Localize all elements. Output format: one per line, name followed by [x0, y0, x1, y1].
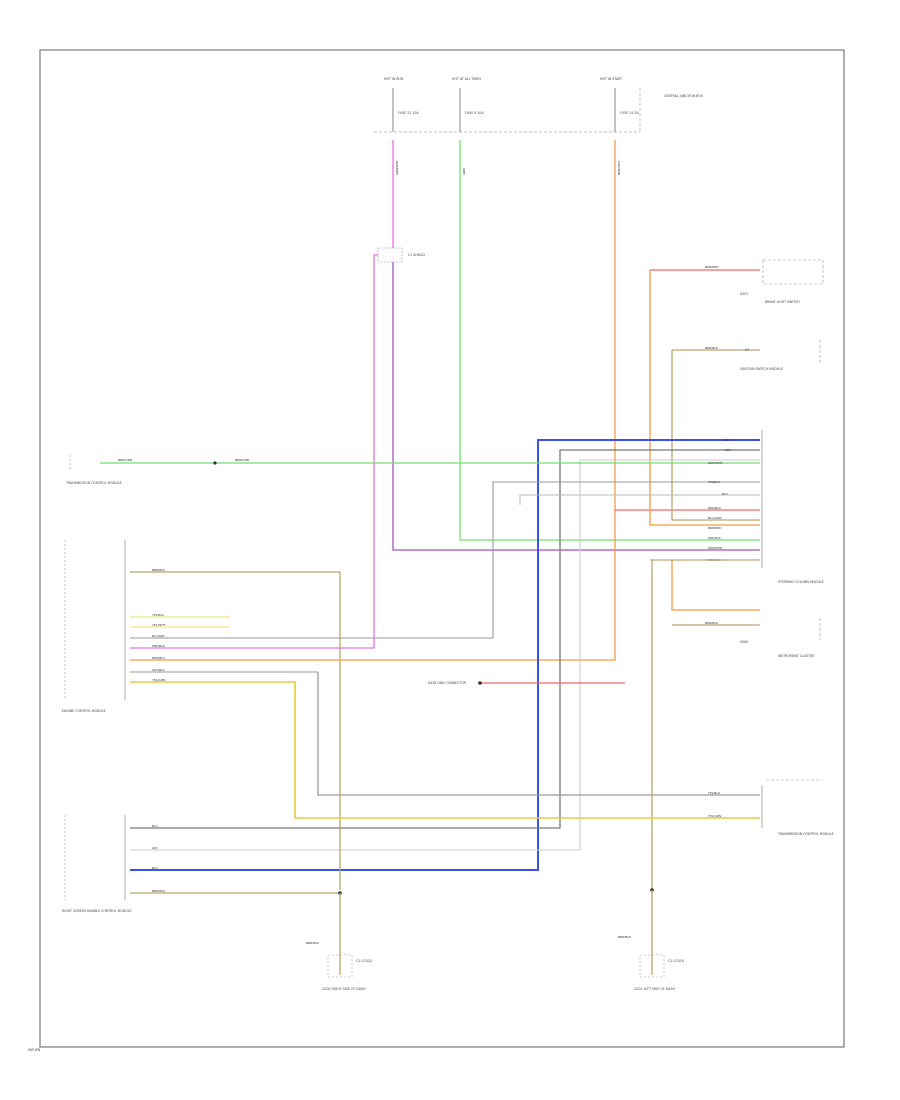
- instrument-label: INSTRUMENT CLUSTER: [778, 654, 815, 658]
- trans-splice-dot: [213, 461, 217, 465]
- rs-label: RIGHT SCREEN HANDLE CONTROL MODULE: [62, 909, 132, 913]
- rs-wire-3: BLU: [152, 866, 158, 870]
- wire-orange-brake: [649, 270, 760, 526]
- ground-right-label: G201 LEFT SIDE OF DASH: [634, 987, 675, 991]
- ecm-wire-3: YEL/WHT: [152, 623, 166, 627]
- ground-right-wire-label: BRN/BLK: [618, 935, 632, 939]
- wire-olive-ecm-ground: [130, 571, 341, 890]
- sc-wire-8: BRN/RED: [708, 526, 722, 530]
- splice-label: C1 SHIELD: [408, 253, 425, 257]
- wire-gray-transmission: [317, 672, 760, 796]
- ground-right-code: C1 (G103): [668, 959, 684, 963]
- dlc-terminal: [478, 681, 482, 685]
- sc-wire-7: BLU/GRN: [708, 516, 721, 520]
- fuse-3-sub: FUSE 14 5A: [620, 111, 639, 115]
- brake-label: BRAKE LIGHT SWITCH: [765, 300, 800, 304]
- fuse-2-top: HOT AT ALL TIMES: [452, 77, 481, 81]
- steering-label: STEERING COLUMN MODULE: [778, 580, 824, 584]
- wire-blue-main: [130, 439, 760, 871]
- wire-gray-rs1: [130, 449, 760, 829]
- brake-switch-box: [762, 259, 824, 285]
- wire-olive-ignition: [671, 350, 760, 521]
- wire-gray-rs2: [130, 459, 760, 851]
- central-junction-label: CENTRAL JUNCTION BOX: [664, 94, 704, 98]
- sc-wire-10: GRN/WHT: [708, 546, 723, 550]
- footer-code: W(R)PN: [28, 1048, 41, 1052]
- fuse-1: HOT IN RUN FUSE 21 10A GRN/WHT: [384, 77, 419, 175]
- engine-control-module: ENGINE CONTROL MODULE: [62, 540, 126, 713]
- ground-right: BRN/BLK C1 (G103) G201 LEFT SIDE OF DASH: [618, 888, 684, 991]
- ground-left-wire-label: BRN/BLK: [306, 941, 320, 945]
- ecm-wire-2: YEL/BLU: [152, 613, 164, 617]
- transmission-label: TRANSMISSION CONTROL MODULE: [777, 832, 834, 836]
- wire-purple-steering: [392, 255, 760, 551]
- ignition-label: IGNITION SWITCH MODULE: [740, 367, 783, 371]
- rs-wire-1: BLU: [152, 824, 158, 828]
- sc-wire-6: RED/BLK: [708, 506, 722, 510]
- sc-wire-5: BLU: [722, 492, 728, 496]
- fuse-3-top: HOT IN START: [600, 77, 622, 81]
- wire-yellow-transmission: [130, 681, 760, 819]
- fuse-3: HOT IN START FUSE 14 5A RED/WHT: [600, 77, 639, 175]
- rs-wire-4: BRN/BLK: [152, 889, 166, 893]
- fuse-3-wire: RED/WHT: [617, 160, 621, 175]
- ecm-wire-5: PNK/BLK: [152, 644, 166, 648]
- wire-orange-instrument: [671, 560, 760, 611]
- wire-orange-ecm: [130, 140, 616, 661]
- fuse-1-sub: FUSE 21 10A: [398, 111, 419, 115]
- instrument-code: X360: [740, 640, 748, 644]
- brake-code: X301: [740, 292, 748, 296]
- tr-wire-1: YEL/BLU: [708, 791, 720, 795]
- wire-green-steering: [459, 140, 760, 541]
- ground-left-code: C1 (G102): [356, 959, 372, 963]
- splice-connector: [377, 247, 403, 263]
- ground-left: BRN/BLK C1 (G102) G200 RIGHT SIDE OF DAS…: [306, 891, 372, 991]
- ground-left-label: G200 RIGHT SIDE OF DASH: [322, 987, 366, 991]
- tr-wire-2: YEL/GRN: [708, 814, 721, 818]
- sc-wire-4: YEL/BLU: [708, 480, 720, 484]
- dlc-label: DATA LINK CONNECTOR: [428, 681, 467, 685]
- ecm-label: ENGINE CONTROL MODULE: [62, 709, 106, 713]
- ignition-code: X1: [745, 348, 749, 352]
- ground-left-box: [327, 954, 353, 978]
- trans-label: TRANSMISSION CONTROL MODULE: [65, 481, 122, 485]
- ecm-wire-1: BRN/BLK: [152, 568, 166, 572]
- trans-wire-a: BRN/GRN: [118, 458, 132, 462]
- ground-right-box: [639, 954, 665, 978]
- sc-wire-9: PNK/BLK: [708, 536, 722, 540]
- fuse-2-wire: GRN: [462, 168, 466, 175]
- fuse-2-sub: FUSE 9 10A: [465, 111, 484, 115]
- sc-wire-2: GRY: [725, 448, 731, 452]
- sc-wire-3: GRN/WHT: [708, 461, 723, 465]
- ecm-wire-4: BLU/GRY: [152, 634, 165, 638]
- rs-wire-2: GRY: [152, 846, 158, 850]
- brake-wire-label: BRN/RED: [705, 265, 719, 269]
- instrument-wire-label: BRN/BLK: [705, 621, 719, 625]
- trans-wire-b: BRN/GRN: [235, 458, 249, 462]
- diagram-frame: [39, 49, 845, 1048]
- ecm-wire-8: YEL/GRN: [152, 678, 165, 682]
- right-screen-module: RIGHT SCREEN HANDLE CONTROL MODULE: [62, 815, 132, 913]
- fuse-2: HOT AT ALL TIMES FUSE 9 10A GRN: [452, 77, 484, 175]
- fuse-1-wire: GRN/WHT: [395, 160, 399, 175]
- fuse-1-top: HOT IN RUN: [384, 77, 404, 81]
- wire-pink-ecm: [130, 140, 394, 649]
- ecm-wire-7: GRY/BLU: [152, 668, 165, 672]
- ecm-wire-6: RED/BLU: [152, 656, 165, 660]
- sc-wire-1: BLU: [725, 438, 731, 442]
- wire-gray-ecm: [130, 481, 760, 639]
- wire-gray-aux: [519, 494, 760, 505]
- ignition-wire-label: BRN/BLK: [705, 346, 719, 350]
